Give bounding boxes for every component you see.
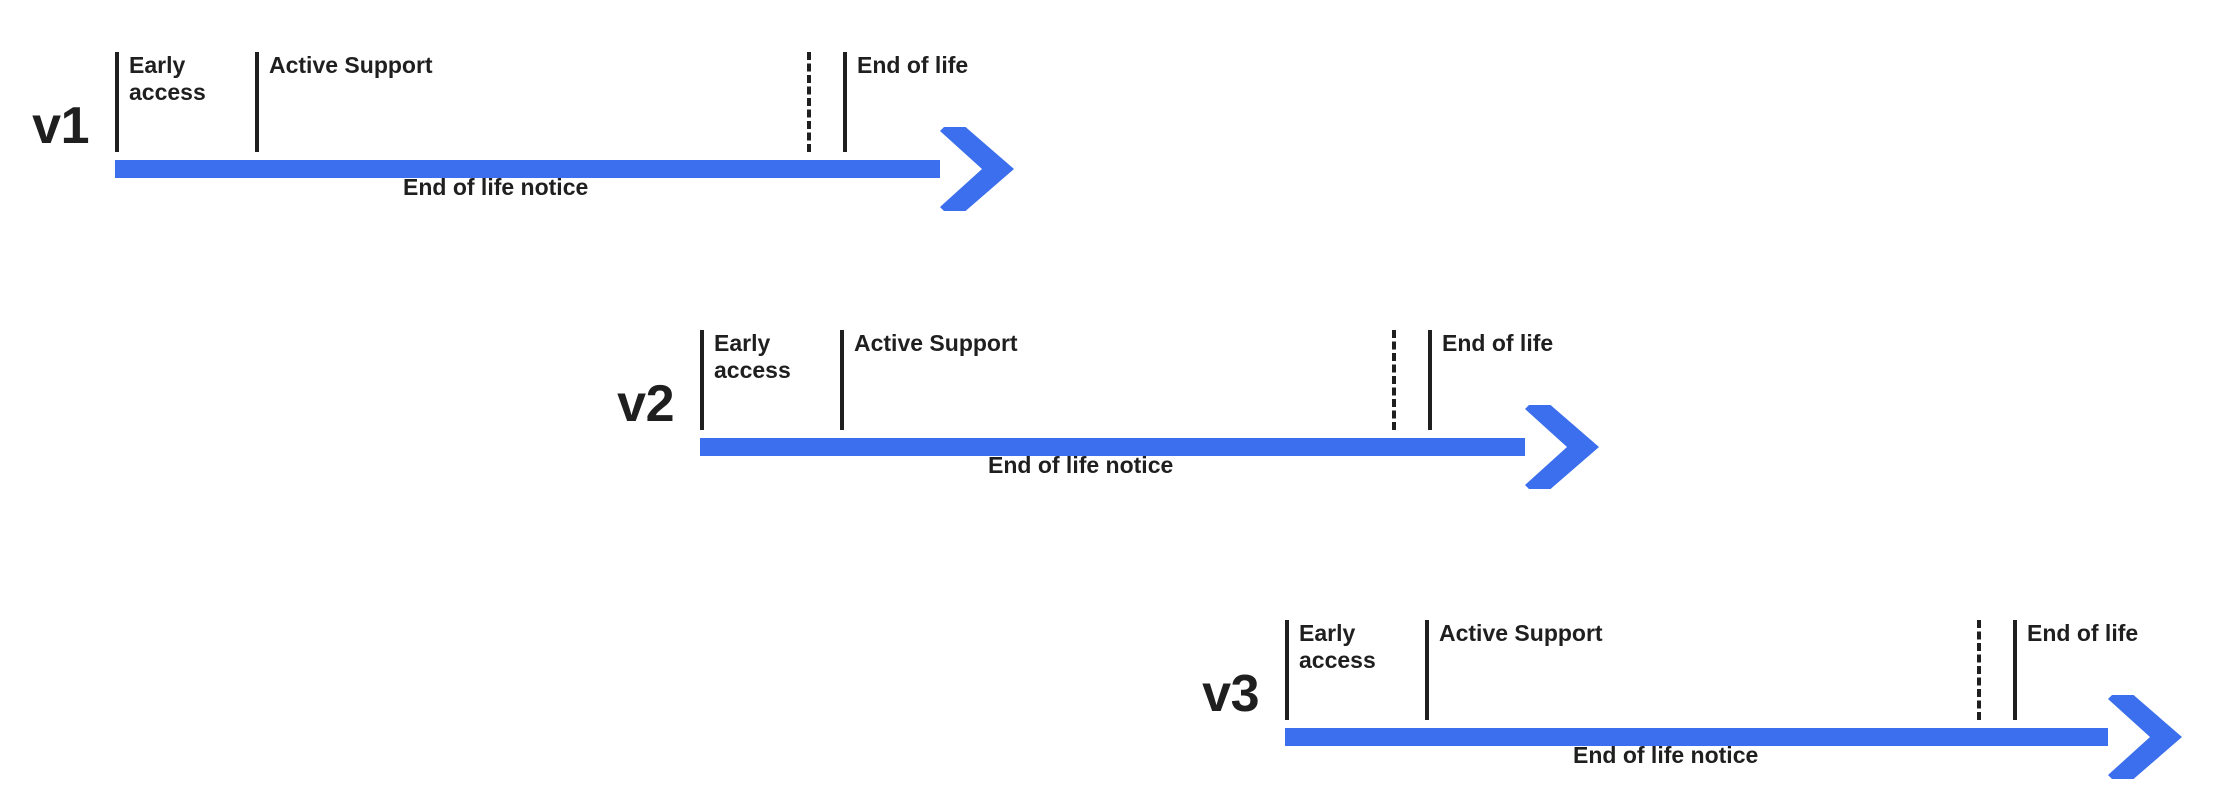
phase-label-early-access: Early access	[129, 52, 206, 105]
phase-track: Early access Active Support End of life	[115, 52, 970, 152]
version-label-v1: v1	[32, 97, 89, 155]
phase-label-active-support: Active Support	[854, 330, 1018, 356]
phase-boundary-end-of-life	[2013, 620, 2017, 720]
bar-caption-end-of-life-notice: End of life notice	[988, 452, 1174, 478]
version-label-v3: v3	[1202, 665, 1259, 723]
phase-boundary-active-support	[1425, 620, 1429, 720]
phase-label-early-access: Early access	[1299, 620, 1376, 673]
phase-label-active-support: Active Support	[1439, 620, 1603, 646]
phase-track: Early access Active Support End of life	[1285, 620, 2140, 720]
phase-label-end-of-life: End of life	[857, 52, 969, 78]
lifecycle-arrow-bar	[115, 160, 940, 178]
phase-label-end-of-life: End of life	[1442, 330, 1554, 356]
lifecycle-arrow-bar	[700, 438, 1525, 456]
bar-caption-end-of-life-notice: End of life notice	[1573, 742, 1759, 768]
version-label-v2: v2	[617, 375, 674, 433]
lifecycle-arrow-bar	[1285, 728, 2108, 746]
phase-boundary-early-access	[115, 52, 119, 152]
end-of-life-notice-marker	[1977, 620, 1981, 720]
phase-label-early-access: Early access	[714, 330, 791, 383]
phase-boundary-active-support	[255, 52, 259, 152]
phase-boundary-early-access	[700, 330, 704, 430]
phase-boundary-end-of-life	[1428, 330, 1432, 430]
phase-track: Early access Active Support End of life	[700, 330, 1555, 430]
end-of-life-notice-marker	[1392, 330, 1396, 430]
phase-boundary-end-of-life	[843, 52, 847, 152]
end-of-life-notice-marker	[807, 52, 811, 152]
bar-caption-end-of-life-notice: End of life notice	[403, 174, 589, 200]
phase-label-end-of-life: End of life	[2027, 620, 2139, 646]
phase-boundary-active-support	[840, 330, 844, 430]
phase-label-active-support: Active Support	[269, 52, 433, 78]
phase-boundary-early-access	[1285, 620, 1289, 720]
